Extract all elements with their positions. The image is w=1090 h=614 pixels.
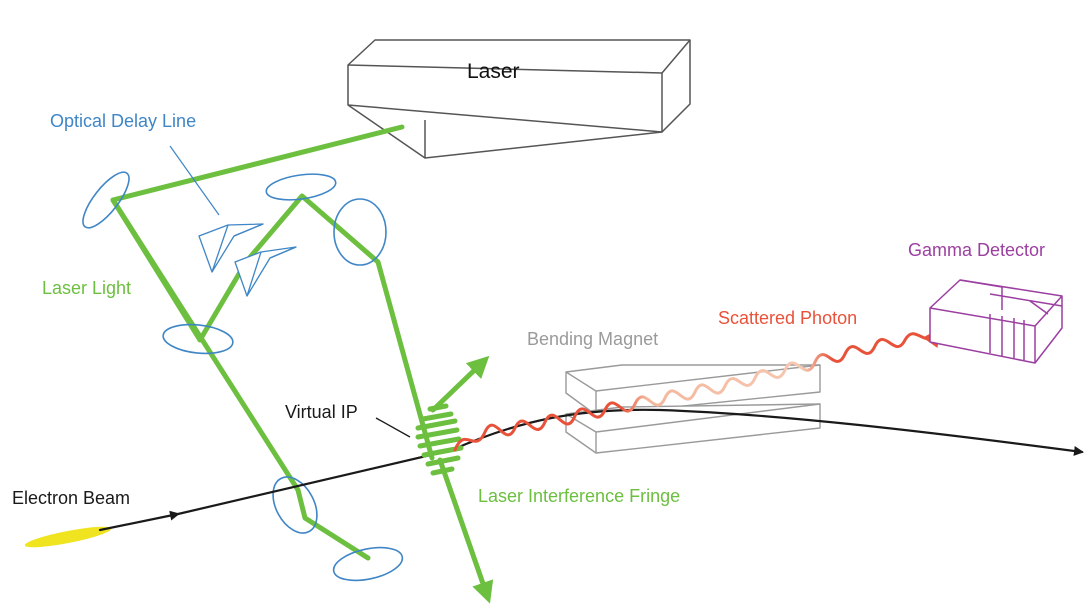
electron-beam-label: Electron Beam	[12, 488, 130, 508]
optical-delay-line-prisms	[198, 223, 297, 297]
optical-mirrors	[82, 171, 404, 582]
gamma-detector-label: Gamma Detector	[908, 240, 1045, 260]
optical-delay-line-leader	[169, 145, 220, 216]
electron-bunch	[24, 526, 112, 548]
bending-magnet-label: Bending Magnet	[527, 329, 658, 349]
virtual-ip-leader	[375, 417, 411, 438]
laser-box	[347, 39, 691, 159]
optical-delay-line-label: Optical Delay Line	[50, 111, 196, 131]
scattered-photon-wave	[453, 328, 941, 452]
scattered-photon-label: Scattered Photon	[718, 308, 857, 328]
virtual-ip-label: Virtual IP	[285, 402, 358, 422]
laser-light-beam	[110, 124, 494, 604]
gamma-detector	[929, 279, 1063, 364]
laser-label: Laser	[467, 60, 520, 83]
laser-light-label: Laser Light	[42, 278, 131, 298]
laser-interference-fringe-label: Laser Interference Fringe	[478, 486, 680, 506]
